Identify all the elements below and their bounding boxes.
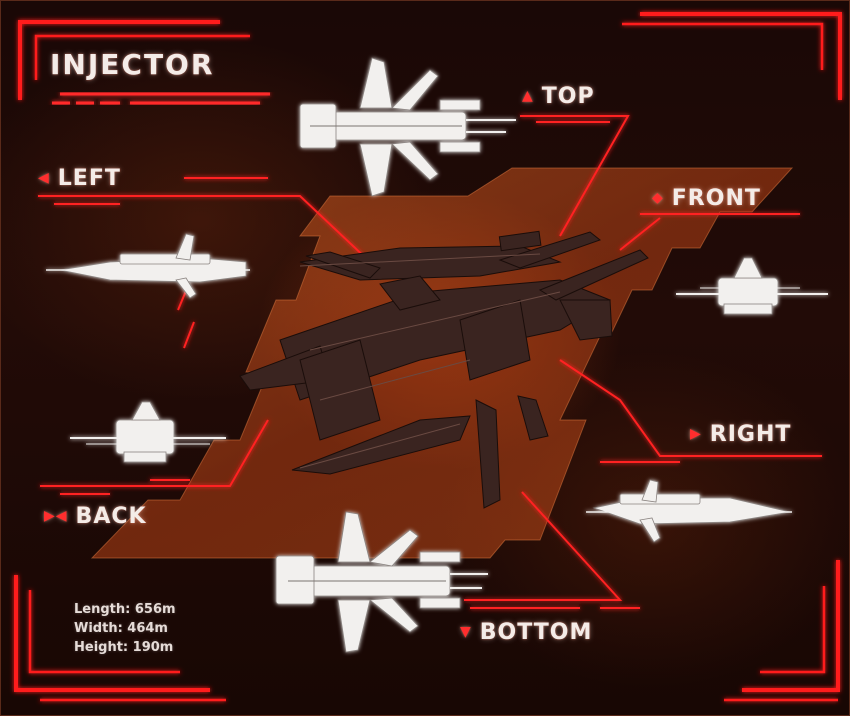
spec-width: Width: 464m [74,621,168,636]
inner-brackets [28,22,838,702]
view-label-top: ▲ TOP [522,84,595,109]
diamond-icon: ◆ [652,190,664,206]
corner-brackets [14,12,842,692]
ship-top-view [299,57,516,197]
ship-name-title: INJECTOR [50,48,215,81]
view-label-bottom-text: BOTTOM [479,620,593,645]
ship-back-view [70,401,226,463]
spec-length: Length: 656m [74,602,176,617]
view-label-bottom: ▼ BOTTOM [460,620,592,645]
triangle-left-icon: ◀ [38,170,50,186]
view-label-left: ◀ LEFT [38,166,121,191]
triangle-up-icon: ▲ [522,88,534,104]
view-label-left-text: LEFT [57,166,121,191]
view-label-back-text: BACK [75,504,147,529]
ship-main-render-highlights [299,253,561,469]
ship-bottom-view [275,511,488,653]
ship-left-view [46,233,250,299]
ship-right-view [586,479,792,543]
triangle-down-icon: ▼ [460,624,472,640]
view-label-front: ◆ FRONT [652,186,761,211]
view-label-front-text: FRONT [671,186,761,211]
bowtie-icon: ▶◀ [44,508,68,524]
ship-front-view [676,257,828,315]
spec-height: Height: 190m [74,640,174,655]
view-label-top-text: TOP [541,84,595,109]
ship-specs: Length: 656m Width: 464m Height: 190m [74,600,176,657]
view-label-right: ▶ RIGHT [690,422,791,447]
triangle-right-icon: ▶ [690,426,702,442]
title-underline [52,92,270,105]
leader-lines [38,115,822,609]
ship-main-render [239,230,649,509]
view-label-right-text: RIGHT [709,422,792,447]
view-label-back: ▶◀ BACK [44,504,147,529]
